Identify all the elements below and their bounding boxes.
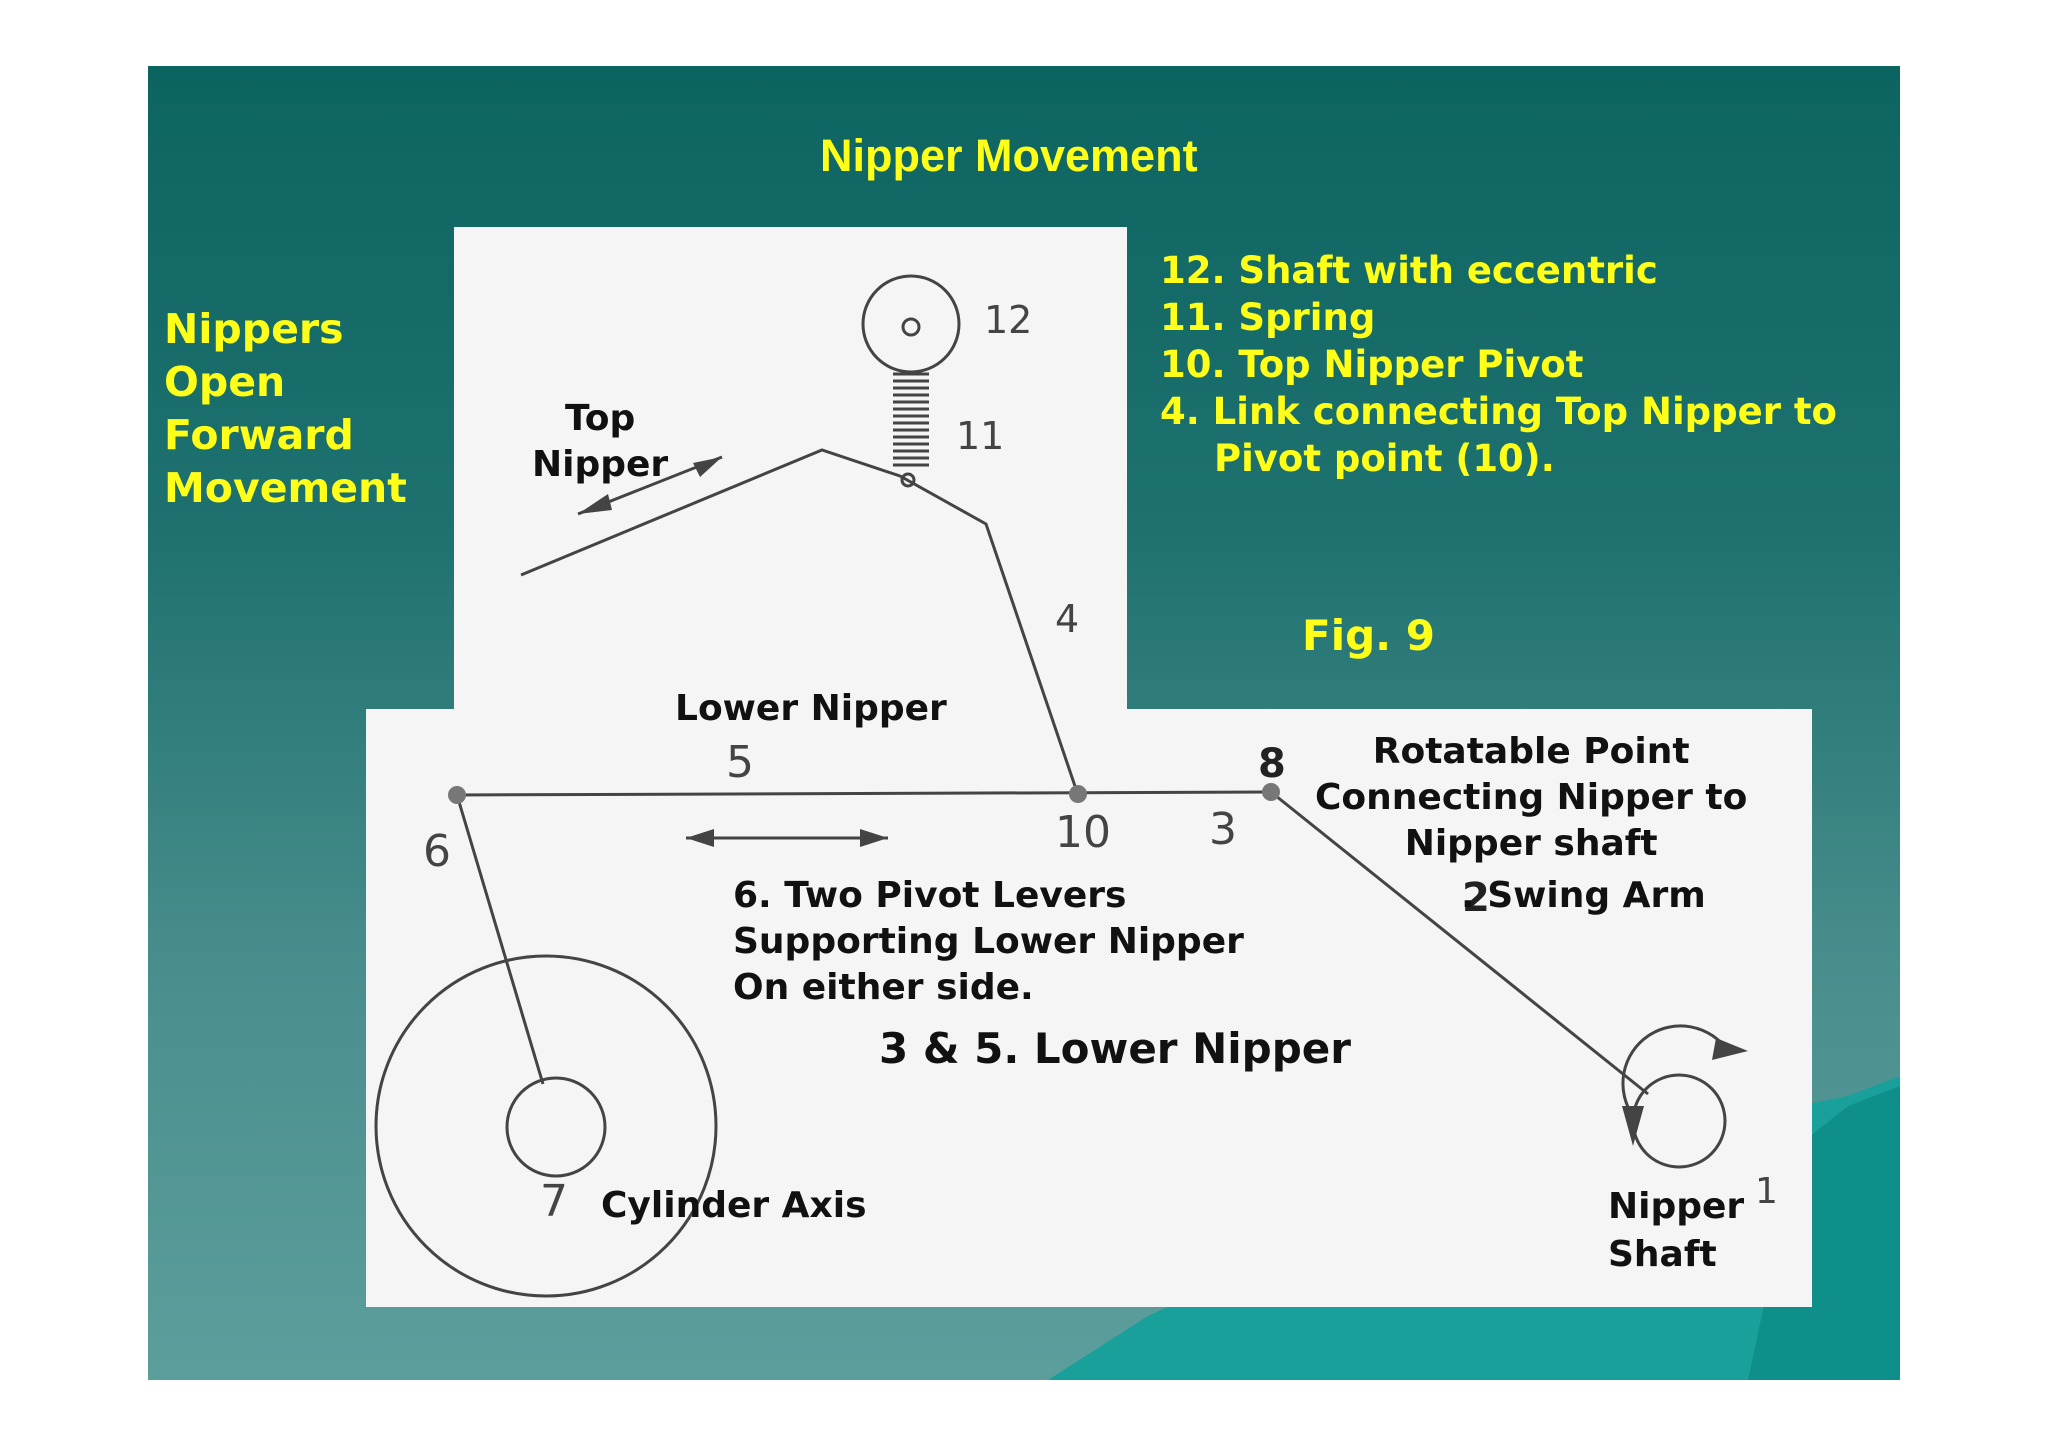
spring xyxy=(893,372,929,467)
figure-panel-lower xyxy=(366,709,1812,1307)
label-line: Nipper shaft xyxy=(1404,823,1658,864)
fig-number-11: 11 xyxy=(956,414,1004,458)
side-caption-line: Open xyxy=(164,358,286,406)
figure-label: Fig. 9 xyxy=(1302,611,1435,660)
swing-arm xyxy=(1270,790,1649,1096)
arrowhead-top-right xyxy=(693,457,722,477)
fig-number-5: 5 xyxy=(726,737,754,788)
arrowhead-lower-right xyxy=(860,829,888,847)
spring-end xyxy=(900,472,916,488)
cylinder-axis-circle xyxy=(505,1076,607,1178)
pivot-levers-label: 6. Two Pivot Levers Supporting Lower Nip… xyxy=(733,873,1244,1011)
rotatable-point-label: Rotatable Point Connecting Nipper to Nip… xyxy=(1315,729,1747,867)
figure-panel-upper xyxy=(454,227,1127,787)
fig-number-4: 4 xyxy=(1055,597,1079,641)
nipper-shaft-circle xyxy=(1631,1073,1727,1169)
joint-8 xyxy=(1262,783,1280,801)
label-line: Top xyxy=(564,398,636,439)
joint-10 xyxy=(1069,785,1087,803)
joint-6 xyxy=(448,786,466,804)
legend-item: 10. Top Nipper Pivot xyxy=(1160,343,1584,386)
arrowhead-shaft-right xyxy=(1712,1038,1748,1060)
eccentric-shaft-outer xyxy=(861,274,961,374)
slide-title: Nipper Movement xyxy=(820,130,1198,181)
lower-nipper-bar xyxy=(456,790,1272,797)
side-caption-line: Movement xyxy=(164,464,407,512)
label-line: Connecting Nipper to xyxy=(1315,777,1748,818)
legend-item: 4. Link connecting Top Nipper to xyxy=(1160,390,1837,433)
cylinder-outer xyxy=(374,954,718,1298)
fig-number-6: 6 xyxy=(423,826,451,877)
lower-nipper-parts-label: 3 & 5. Lower Nipper xyxy=(879,1024,1352,1073)
label-line: 6. Two Pivot Levers xyxy=(733,875,1127,916)
label-line: Supporting Lower Nipper xyxy=(733,921,1244,962)
fig-number-3: 3 xyxy=(1209,804,1237,855)
nipper-mechanism-drawing: 12 11 4 5 10 3 6 7 1 8 2 xyxy=(374,274,1778,1298)
cylinder-axis-label: Cylinder Axis xyxy=(601,1185,867,1226)
arrowhead-lower-left xyxy=(686,829,714,847)
fig-number-10: 10 xyxy=(1055,807,1111,858)
arrowhead-top-left xyxy=(578,494,612,514)
top-nipper-arm xyxy=(520,448,1080,796)
fig-number-2: 2 xyxy=(1462,875,1490,921)
label-line: Rotatable Point xyxy=(1372,731,1690,772)
parts-legend: 12. Shaft with eccentric 11. Spring 10. … xyxy=(1160,247,1837,482)
pivot-lever xyxy=(455,794,545,1085)
legend-item: 12. Shaft with eccentric xyxy=(1160,249,1658,292)
label-line: On either side. xyxy=(733,967,1034,1008)
lower-nipper-label: Lower Nipper xyxy=(675,688,947,729)
legend-item: 11. Spring xyxy=(1160,296,1376,339)
legend-item: Pivot point (10). xyxy=(1214,437,1555,480)
label-line: Nipper xyxy=(532,444,669,485)
side-caption: Nippers Open Forward Movement xyxy=(164,303,407,515)
fig-number-12: 12 xyxy=(984,298,1032,342)
slide: 12 11 4 5 10 3 6 7 1 8 2 Nipper Movement… xyxy=(148,66,1900,1380)
top-nipper-label: Top Nipper xyxy=(532,396,668,488)
nipper-shaft-label: Nipper Shaft xyxy=(1608,1183,1744,1279)
swing-arm-label: . Swing Arm xyxy=(1461,875,1706,916)
fig-number-7: 7 xyxy=(540,1176,568,1227)
label-line: Nipper xyxy=(1608,1186,1745,1227)
side-caption-line: Forward xyxy=(164,411,354,459)
fig-number-1: 1 xyxy=(1755,1171,1778,1212)
side-caption-line: Nippers xyxy=(164,305,344,353)
arrowhead-shaft-down xyxy=(1622,1106,1644,1146)
fig-number-8: 8 xyxy=(1258,741,1286,787)
label-line: Shaft xyxy=(1608,1234,1717,1275)
eccentric-shaft-inner xyxy=(901,317,921,337)
rotation-arrow xyxy=(1621,1024,1730,1117)
